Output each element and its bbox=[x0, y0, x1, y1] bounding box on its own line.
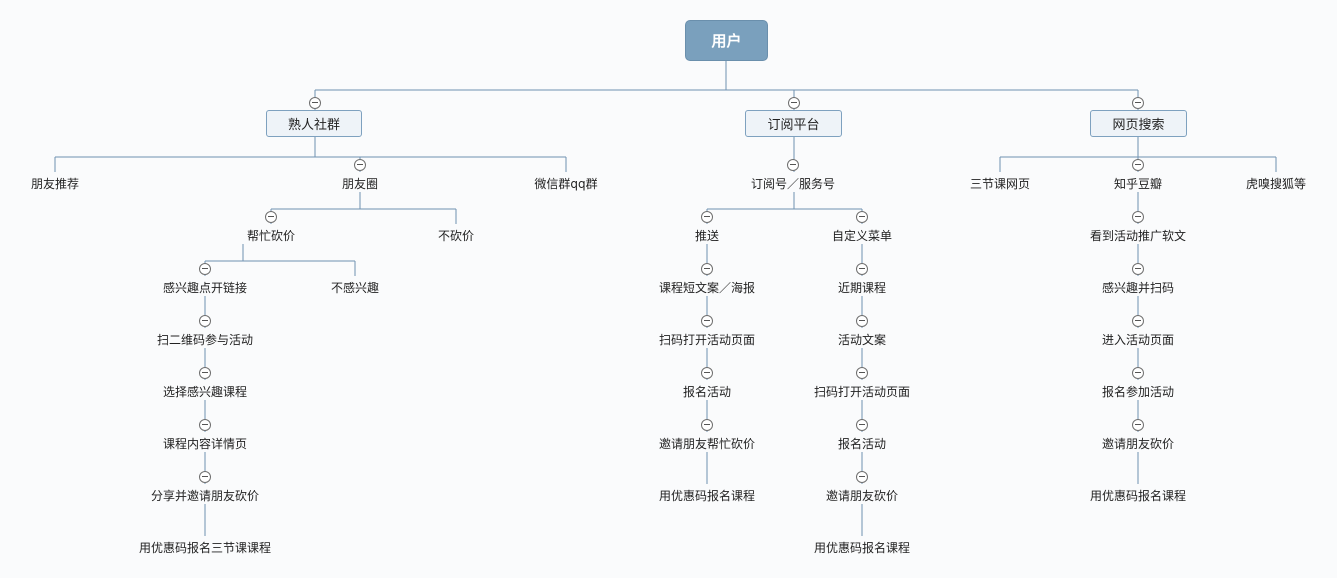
node-wechat-qq-groups[interactable]: 微信群qq群 bbox=[534, 177, 598, 191]
node-web-step-1[interactable]: 看到活动推广软文 bbox=[1089, 229, 1187, 243]
node-web-step-2[interactable]: 感兴趣并扫码 bbox=[1101, 281, 1175, 295]
collapse-toggle-icon[interactable] bbox=[1132, 263, 1144, 275]
collapse-toggle-icon[interactable] bbox=[199, 315, 211, 327]
node-push-step-5[interactable]: 用优惠码报名课程 bbox=[658, 489, 756, 503]
node-acq-step-2[interactable]: 选择感兴趣课程 bbox=[162, 385, 248, 399]
branch-acquaintance-community[interactable]: 熟人社群 bbox=[266, 110, 362, 137]
collapse-toggle-icon[interactable] bbox=[199, 471, 211, 483]
collapse-toggle-icon[interactable] bbox=[309, 97, 321, 109]
node-web-step-5[interactable]: 邀请朋友砍价 bbox=[1101, 437, 1175, 451]
node-push-step-2[interactable]: 扫码打开活动页面 bbox=[658, 333, 756, 347]
node-help-bargain[interactable]: 帮忙砍价 bbox=[246, 229, 296, 243]
node-push-step-3[interactable]: 报名活动 bbox=[682, 385, 732, 399]
node-menu-step-4[interactable]: 报名活动 bbox=[837, 437, 887, 451]
collapse-toggle-icon[interactable] bbox=[788, 97, 800, 109]
node-push[interactable]: 推送 bbox=[694, 229, 720, 243]
collapse-toggle-icon[interactable] bbox=[1132, 419, 1144, 431]
branch-web-search[interactable]: 网页搜索 bbox=[1090, 110, 1187, 137]
collapse-toggle-icon[interactable] bbox=[701, 211, 713, 223]
node-not-interested[interactable]: 不感兴趣 bbox=[330, 281, 380, 295]
node-acq-step-1[interactable]: 扫二维码参与活动 bbox=[156, 333, 254, 347]
collapse-toggle-icon[interactable] bbox=[856, 419, 868, 431]
collapse-toggle-icon[interactable] bbox=[199, 367, 211, 379]
node-web-step-4[interactable]: 报名参加活动 bbox=[1101, 385, 1175, 399]
node-web-step-6[interactable]: 用优惠码报名课程 bbox=[1089, 489, 1187, 503]
node-acq-step-4[interactable]: 分享并邀请朋友砍价 bbox=[150, 489, 260, 503]
node-no-bargain[interactable]: 不砍价 bbox=[437, 229, 475, 243]
node-acq-step-5[interactable]: 用优惠码报名三节课课程 bbox=[138, 541, 272, 555]
node-friend-recommend[interactable]: 朋友推荐 bbox=[30, 177, 80, 191]
collapse-toggle-icon[interactable] bbox=[856, 263, 868, 275]
collapse-toggle-icon[interactable] bbox=[354, 159, 366, 171]
collapse-toggle-icon[interactable] bbox=[787, 159, 799, 171]
node-menu-step-5[interactable]: 邀请朋友砍价 bbox=[825, 489, 899, 503]
node-sanjieke-web[interactable]: 三节课网页 bbox=[969, 177, 1031, 191]
collapse-toggle-icon[interactable] bbox=[265, 211, 277, 223]
node-menu-step-3[interactable]: 扫码打开活动页面 bbox=[813, 385, 911, 399]
node-menu-step-2[interactable]: 活动文案 bbox=[837, 333, 887, 347]
collapse-toggle-icon[interactable] bbox=[701, 367, 713, 379]
node-interested-open-link[interactable]: 感兴趣点开链接 bbox=[162, 281, 248, 295]
collapse-toggle-icon[interactable] bbox=[199, 263, 211, 275]
collapse-toggle-icon[interactable] bbox=[1132, 159, 1144, 171]
node-menu-step-1[interactable]: 近期课程 bbox=[837, 281, 887, 295]
collapse-toggle-icon[interactable] bbox=[856, 471, 868, 483]
node-push-step-1[interactable]: 课程短文案／海报 bbox=[658, 281, 756, 295]
node-custom-menu[interactable]: 自定义菜单 bbox=[831, 229, 893, 243]
root-node-user[interactable]: 用户 bbox=[685, 20, 768, 61]
node-acq-step-3[interactable]: 课程内容详情页 bbox=[162, 437, 248, 451]
collapse-toggle-icon[interactable] bbox=[199, 419, 211, 431]
collapse-toggle-icon[interactable] bbox=[701, 315, 713, 327]
node-zhihu-douban[interactable]: 知乎豆瓣 bbox=[1113, 177, 1163, 191]
node-subscription-account[interactable]: 订阅号／服务号 bbox=[750, 177, 836, 191]
collapse-toggle-icon[interactable] bbox=[1132, 211, 1144, 223]
node-huxiu-sohu[interactable]: 虎嗅搜狐等 bbox=[1245, 177, 1307, 191]
node-moments[interactable]: 朋友圈 bbox=[341, 177, 379, 191]
collapse-toggle-icon[interactable] bbox=[701, 419, 713, 431]
node-web-step-3[interactable]: 进入活动页面 bbox=[1101, 333, 1175, 347]
collapse-toggle-icon[interactable] bbox=[856, 367, 868, 379]
node-menu-step-6[interactable]: 用优惠码报名课程 bbox=[813, 541, 911, 555]
collapse-toggle-icon[interactable] bbox=[1132, 97, 1144, 109]
node-push-step-4[interactable]: 邀请朋友帮忙砍价 bbox=[658, 437, 756, 451]
branch-subscription-platform[interactable]: 订阅平台 bbox=[745, 110, 842, 137]
collapse-toggle-icon[interactable] bbox=[856, 211, 868, 223]
collapse-toggle-icon[interactable] bbox=[856, 315, 868, 327]
collapse-toggle-icon[interactable] bbox=[701, 263, 713, 275]
collapse-toggle-icon[interactable] bbox=[1132, 315, 1144, 327]
collapse-toggle-icon[interactable] bbox=[1132, 367, 1144, 379]
